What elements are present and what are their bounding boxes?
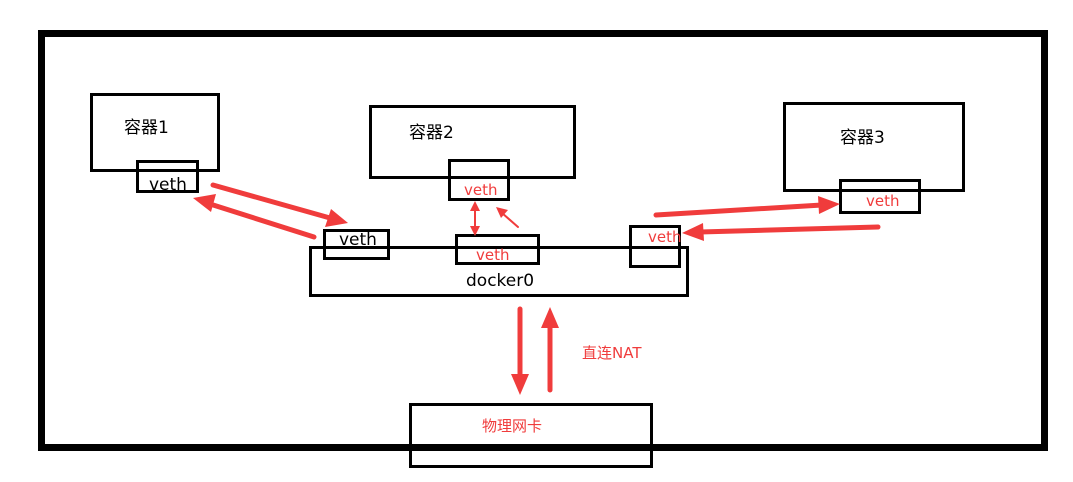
nat-label: 直连NAT — [582, 344, 642, 362]
arrow-c1-to-bridge — [210, 182, 333, 221]
arrow-bridge-to-nic-head — [511, 374, 529, 395]
bridge-veth-left-label: veth — [339, 230, 377, 250]
container-1-veth-label: veth — [149, 175, 187, 195]
arrow-c1-to-bridge-head — [325, 209, 348, 227]
container-2-box — [369, 105, 576, 179]
container-2-label: 容器2 — [409, 123, 454, 143]
arrow-c2-diagonal-head — [496, 207, 508, 218]
container-3-label: 容器3 — [840, 128, 885, 148]
docker0-label: docker0 — [466, 271, 535, 291]
arrow-nic-to-bridge-head — [541, 307, 559, 328]
container-3-veth-box — [839, 179, 921, 214]
container-2-veth-box — [448, 159, 510, 201]
arrow-bridge-to-c3 — [653, 202, 825, 218]
container-3-box — [783, 102, 965, 192]
docker0-bridge-box — [309, 246, 689, 297]
arrow-c2-bridge-up-head — [470, 201, 480, 211]
container-3-veth-label: veth — [866, 192, 900, 210]
bridge-veth-left-box — [323, 229, 390, 260]
container-1-label: 容器1 — [124, 118, 169, 138]
arrow-c2-bridge-down-head — [470, 226, 480, 236]
arrow-bridge-to-c1 — [207, 201, 317, 240]
arrow-c3-to-bridge — [697, 224, 881, 235]
container-2-veth-label: veth — [464, 181, 498, 199]
physical-nic-box — [409, 403, 653, 468]
bridge-veth-right-label: veth — [648, 228, 682, 246]
arrow-bridge-to-c3-head — [818, 196, 840, 214]
arrow-c3-to-bridge-head — [682, 223, 704, 241]
physical-nic-label: 物理网卡 — [482, 417, 543, 435]
bridge-veth-center-box — [455, 234, 540, 265]
arrow-bridge-to-c1-head — [193, 194, 216, 212]
bridge-veth-center-label: veth — [476, 246, 510, 264]
arrow-c2-diagonal — [501, 212, 519, 228]
host-frame — [38, 30, 1048, 451]
container-1-veth-box — [136, 160, 199, 193]
container-1-box — [90, 93, 220, 172]
bridge-veth-right-box — [629, 225, 681, 268]
